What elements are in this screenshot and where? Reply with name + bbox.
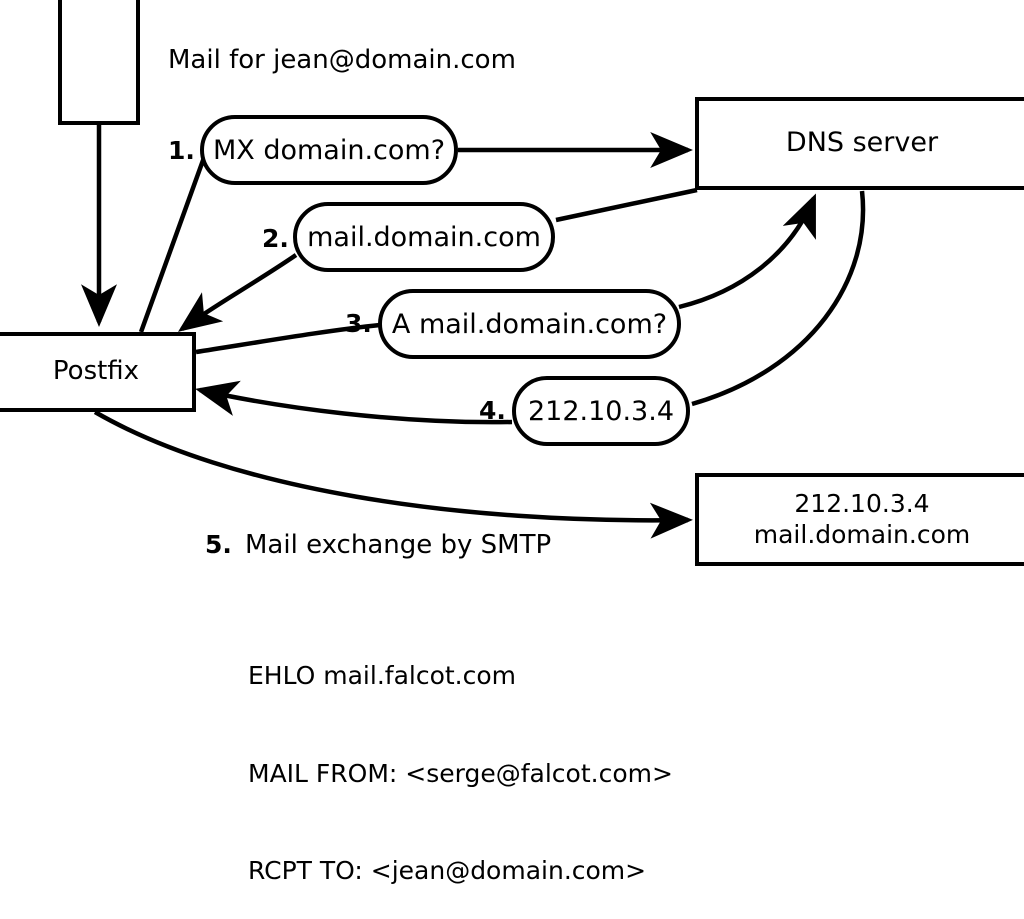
step-number-4: 4. — [479, 396, 506, 425]
message-bubble-a-query-label: A mail.domain.com? — [391, 308, 668, 340]
incoming-mail-label: Mail for jean@domain.com — [168, 45, 516, 75]
message-bubble-a-query[interactable]: A mail.domain.com? — [378, 289, 681, 359]
smtp-transcript: EHLO mail.falcot.com MAIL FROM: <serge@f… — [248, 595, 673, 919]
edge-dns-to-bubble4 — [691, 190, 866, 407]
step-number-1: 1. — [168, 136, 195, 165]
dns-server-node-label: DNS server — [785, 127, 939, 159]
transcript-line: RCPT TO: <jean@domain.com> — [248, 856, 647, 885]
step-number-5: 5. — [205, 530, 232, 559]
edge-bubble2-to-postfix — [177, 253, 298, 332]
step-number-3: 3. — [345, 309, 372, 338]
message-bubble-a-answer-label: 212.10.3.4 — [528, 395, 674, 427]
message-bubble-mx-query-label: MX domain.com? — [212, 134, 446, 166]
edge-postfix-to-bubble3 — [195, 322, 381, 355]
edge-dns-to-bubble2 — [555, 187, 698, 223]
transcript-line: MAIL FROM: <serge@falcot.com> — [248, 758, 673, 788]
mx-host-node-lines: 212.10.3.4 mail.domain.com — [754, 489, 970, 550]
postfix-node[interactable]: Postfix — [0, 332, 196, 412]
edge-bubble4-to-postfix — [195, 380, 513, 425]
mx-host-node[interactable]: 212.10.3.4 mail.domain.com — [695, 473, 1024, 566]
mx-host-ip: 212.10.3.4 — [794, 489, 930, 518]
edge-postfix-to-mxhost — [93, 410, 693, 539]
postfix-node-label: Postfix — [52, 356, 140, 387]
message-bubble-mx-query[interactable]: MX domain.com? — [200, 115, 458, 185]
dns-server-node[interactable]: DNS server — [695, 97, 1024, 190]
step-number-2: 2. — [262, 224, 289, 253]
edge-postfix-to-bubble1 — [138, 151, 209, 333]
edge-bubble3-to-dns — [678, 193, 817, 310]
smtp-exchange-label: Mail exchange by SMTP — [245, 530, 552, 560]
client-node[interactable] — [58, 0, 140, 125]
message-bubble-mx-answer[interactable]: mail.domain.com — [293, 202, 555, 272]
message-bubble-mx-answer-label: mail.domain.com — [307, 221, 541, 253]
mx-host-name: mail.domain.com — [753, 519, 971, 549]
message-bubble-a-answer[interactable]: 212.10.3.4 — [512, 376, 690, 446]
transcript-line: EHLO mail.falcot.com — [248, 661, 517, 690]
